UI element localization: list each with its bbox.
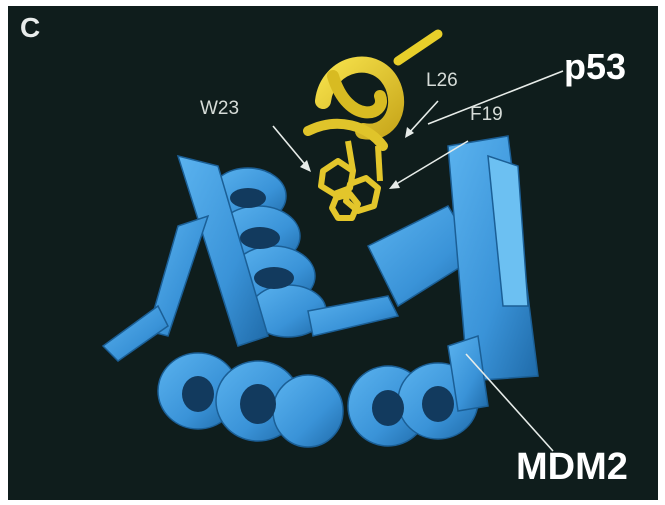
protein-structure-render [8, 6, 658, 500]
p53-helix [308, 34, 438, 146]
mdm2-label: MDM2 [516, 446, 628, 489]
residue-label-l26: L26 [426, 70, 458, 92]
p53-side-chains [321, 141, 380, 218]
figure-panel: C W23 L26 F19 p53 MDM2 [8, 6, 658, 500]
p53-label: p53 [564, 46, 626, 88]
residue-label-f19: F19 [470, 104, 503, 126]
residue-label-w23: W23 [200, 98, 239, 120]
panel-letter: C [20, 12, 40, 44]
